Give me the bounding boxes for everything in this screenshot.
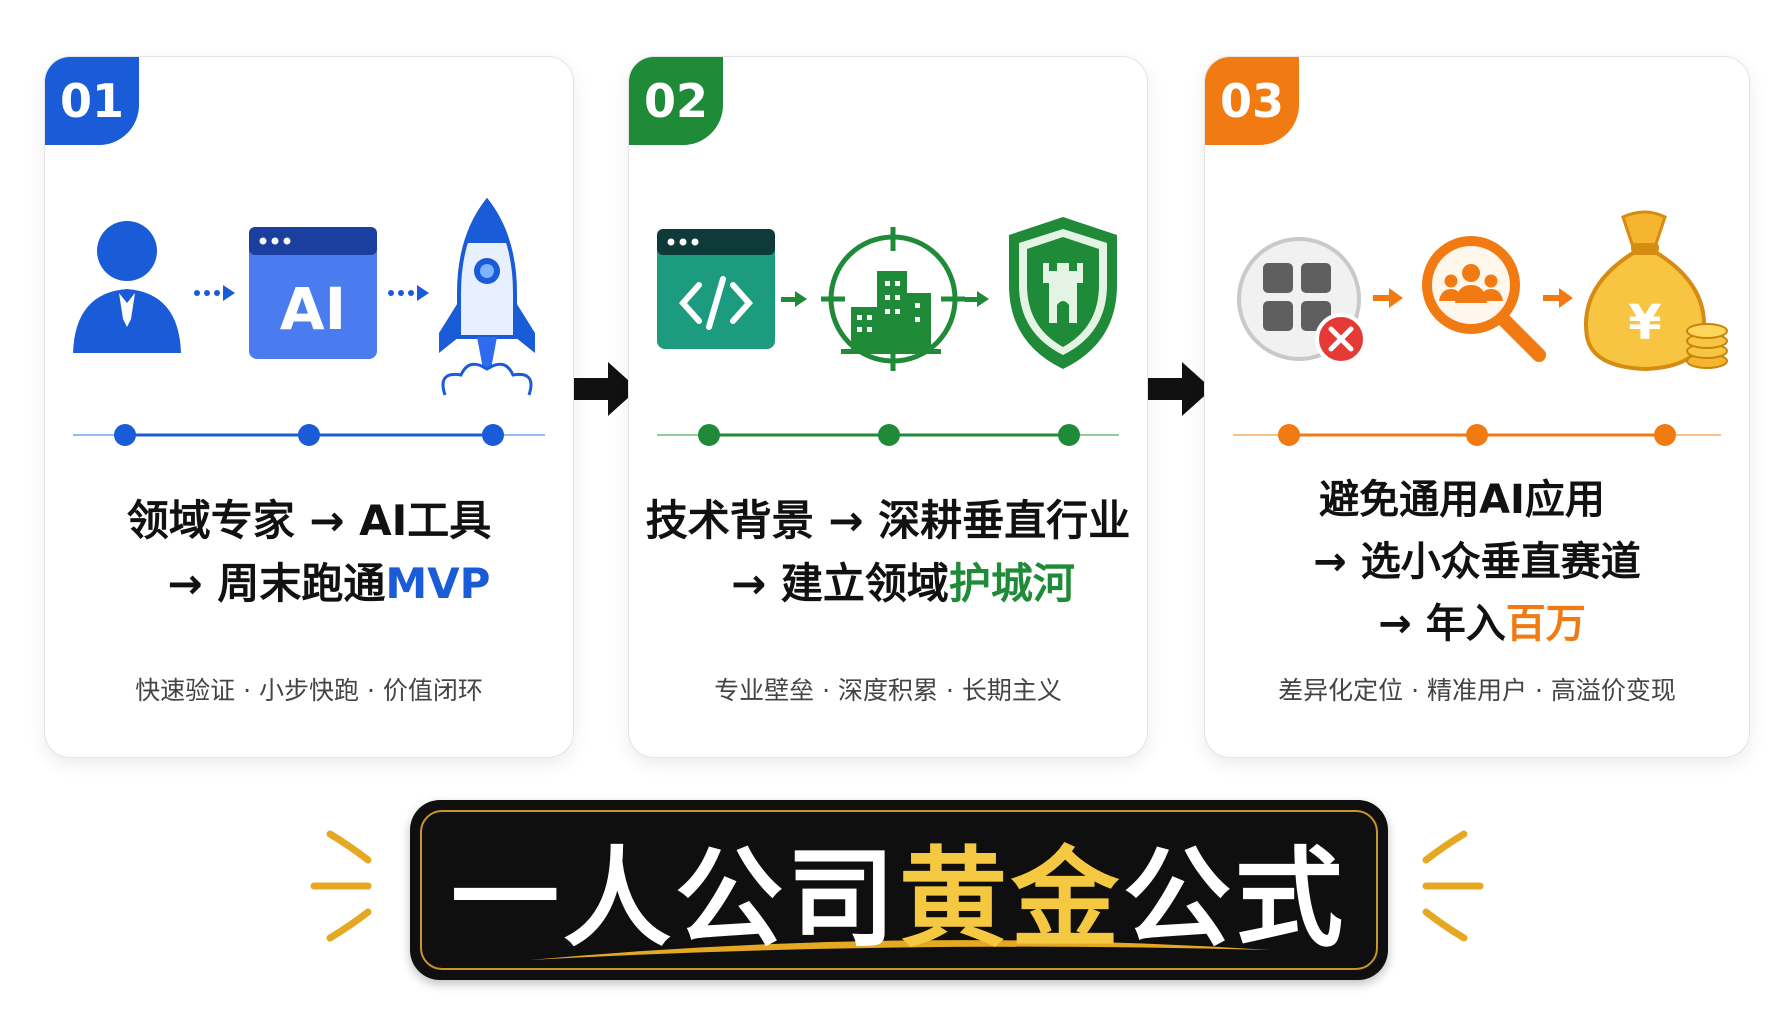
banner-title-part-3: 公式 <box>1123 837 1348 962</box>
description-line-3: → 年入百万 <box>1378 601 1586 647</box>
description-line-1: 技术背景 → 深耕垂直行业 <box>645 496 1131 545</box>
highlight-million: 百万 <box>1505 601 1586 647</box>
sparkle-right-icon <box>1422 830 1484 942</box>
description-line-2: → 周末跑通MVP <box>167 559 491 608</box>
small-arrow-icon <box>781 291 807 307</box>
step-card-1: 01 AI <box>44 56 574 758</box>
svg-text:AI: AI <box>280 275 346 343</box>
description-line-1: 领域专家 → AI工具 <box>126 496 492 545</box>
banner-title-part-1: 一人公司 <box>450 837 899 962</box>
small-arrow-icon <box>1373 288 1403 308</box>
small-arrow-icon <box>1543 288 1573 308</box>
step-card-3: 03 <box>1204 56 1750 758</box>
step-2-tags: 专业壁垒 · 深度积累 · 长期主义 <box>714 676 1062 705</box>
formula-banner: 一人公司黄金公式 <box>410 800 1388 980</box>
step-1-description: 领域专家 → AI工具 → 周末跑通MVP <box>45 489 573 615</box>
small-arrow-icon <box>965 291 989 307</box>
timeline <box>1233 424 1721 446</box>
money-bag-icon: ¥ <box>1584 210 1728 372</box>
svg-text:¥: ¥ <box>1628 295 1661 351</box>
step-card-2: 02 <box>628 56 1148 758</box>
step-2-description: 技术背景 → 深耕垂直行业 → 建立领域护城河 <box>629 489 1147 615</box>
highlight-mvp: MVP <box>385 559 491 608</box>
step-number: 01 <box>59 74 124 128</box>
step-1-icons: AI <box>73 197 545 446</box>
step-number: 02 <box>643 74 708 128</box>
castle-shield-icon <box>1009 217 1117 369</box>
rocket-icon <box>439 197 535 396</box>
ai-window-icon: AI <box>249 227 377 359</box>
description-line-2: → 建立领域护城河 <box>731 559 1075 608</box>
banner-title: 一人公司黄金公式 <box>410 800 1388 980</box>
big-arrow-icon <box>1148 362 1212 416</box>
description-line-1: 避免通用AI应用 <box>1319 477 1605 523</box>
step-number-badge: 03 <box>1205 57 1299 145</box>
dotted-arrow-icon <box>194 285 235 301</box>
big-arrow-icon <box>574 362 638 416</box>
step-number-badge: 01 <box>45 57 139 145</box>
description-line-2: → 选小众垂直赛道 <box>1313 539 1641 585</box>
timeline <box>73 424 545 446</box>
code-window-icon <box>657 229 775 349</box>
apps-blocked-icon <box>1237 237 1367 365</box>
timeline <box>657 424 1119 446</box>
dotted-arrow-icon <box>388 285 429 301</box>
person-icon <box>73 221 181 353</box>
step-3-description: 避免通用AI应用 → 选小众垂直赛道 → 年入百万 <box>1205 469 1749 655</box>
banner-gold-border <box>420 810 1378 970</box>
highlight-moat: 护城河 <box>948 559 1075 608</box>
target-building-icon <box>821 227 965 371</box>
search-users-icon <box>1422 236 1546 362</box>
step-2-icons <box>657 217 1119 446</box>
step-number-badge: 02 <box>629 57 723 145</box>
step-3-icons: ¥ <box>1233 210 1728 446</box>
sparkle-left-icon <box>310 830 372 942</box>
banner-gold-swoosh <box>530 940 1270 960</box>
banner-title-highlight: 黄金 <box>898 837 1123 962</box>
step-1-tags: 快速验证 · 小步快跑 · 价值闭环 <box>135 676 483 705</box>
step-3-tags: 差异化定位 · 精准用户 · 高溢价变现 <box>1278 676 1676 705</box>
step-number: 03 <box>1219 74 1284 128</box>
